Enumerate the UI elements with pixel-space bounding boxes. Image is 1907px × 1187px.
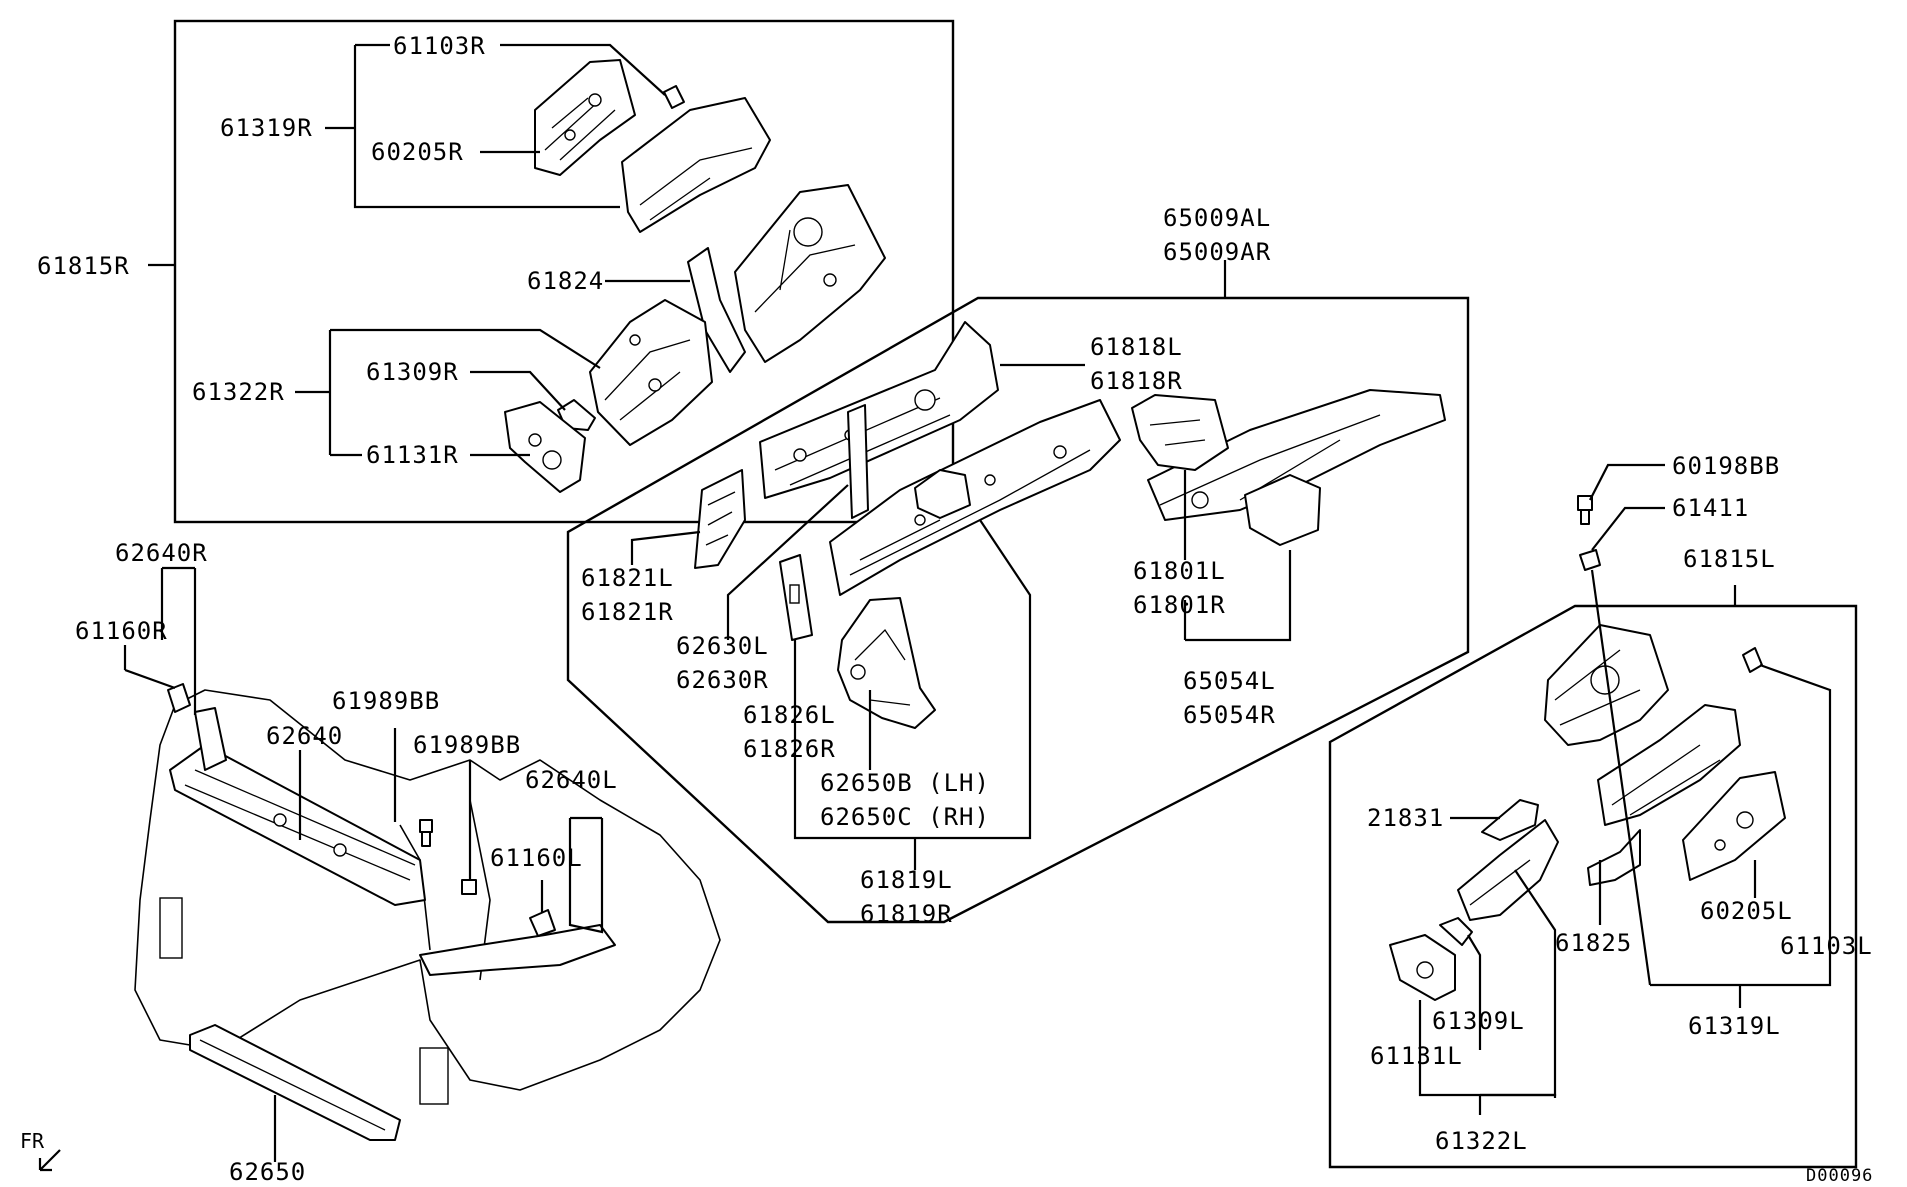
label-61322R: 61322R	[192, 378, 285, 406]
box-61815L	[1328, 604, 1858, 1169]
label-61821R: 61821R	[581, 598, 674, 626]
part-61103R-clip	[663, 85, 685, 109]
leaders-center	[630, 260, 1292, 870]
label-61131L: 61131L	[1370, 1042, 1463, 1070]
label-61815L: 61815L	[1683, 545, 1776, 573]
reference-code: D00096	[1806, 1166, 1873, 1186]
part-61815L-apron	[1544, 624, 1669, 746]
label-61819L: 61819L	[860, 866, 953, 894]
label-62650B-LH: 62650B (LH)	[820, 769, 990, 797]
label-61160L: 61160L	[490, 844, 583, 872]
front-arrow-icon	[38, 1149, 61, 1172]
part-61826-plate	[779, 554, 813, 641]
part-61824-apron	[687, 184, 886, 373]
label-21831: 21831	[1367, 804, 1444, 832]
part-21831-bracket	[1481, 799, 1539, 841]
label-61160R: 61160R	[75, 617, 168, 645]
part-61411-nut	[1579, 549, 1601, 571]
label-61989BB-b: 61989BB	[413, 731, 521, 759]
label-fr: FR	[20, 1129, 45, 1153]
label-61826R: 61826R	[743, 735, 836, 763]
part-62650B-C-extension	[837, 597, 936, 729]
part-61309L-bracket	[1439, 917, 1473, 946]
box-61815R	[173, 19, 955, 524]
part-60205L-bracket	[1682, 771, 1786, 881]
part-61989BB-bolt-b	[461, 879, 477, 895]
label-61818L: 61818L	[1090, 333, 1183, 361]
label-61801R: 61801R	[1133, 591, 1226, 619]
part-61131L-plate	[1389, 934, 1456, 1001]
label-61309L: 61309L	[1432, 1007, 1525, 1035]
label-62650: 62650	[229, 1158, 306, 1186]
label-61826L: 61826L	[743, 701, 836, 729]
part-62640R-bracket	[194, 707, 227, 771]
label-62640R: 62640R	[115, 539, 208, 567]
label-61103L: 61103L	[1780, 932, 1873, 960]
leaders-lower-left	[123, 566, 604, 1162]
part-62650-lower-member	[189, 1024, 401, 1141]
part-65054-bracket	[1131, 394, 1229, 471]
label-62650C-RH: 62650C (RH)	[820, 803, 990, 831]
label-61319R: 61319R	[220, 114, 313, 142]
label-65009AL: 65009AL	[1163, 204, 1271, 232]
label-62630L: 62630L	[676, 632, 769, 660]
part-61819-lower-rail	[829, 399, 1121, 596]
part-61103L-clip	[1742, 647, 1763, 673]
label-62630R: 62630R	[676, 666, 769, 694]
label-61989BB-a: 61989BB	[332, 687, 440, 715]
part-61160L-clip	[529, 909, 556, 937]
leaders-right	[1418, 463, 1832, 1115]
label-61103R: 61103R	[393, 32, 486, 60]
label-61319L: 61319L	[1688, 1012, 1781, 1040]
part-61801-front-bracket	[1244, 474, 1321, 546]
label-61819R: 61819R	[860, 900, 953, 928]
label-60205L: 60205L	[1700, 897, 1793, 925]
label-65009AR: 65009AR	[1163, 238, 1271, 266]
label-61801L: 61801L	[1133, 557, 1226, 585]
label-60198BB: 60198BB	[1672, 452, 1780, 480]
label-61818R: 61818R	[1090, 367, 1183, 395]
label-61309R: 61309R	[366, 358, 459, 386]
label-61821L: 61821L	[581, 564, 674, 592]
part-61322L-panel	[1457, 819, 1559, 921]
part-61319L-rail	[1597, 704, 1741, 826]
box-65009A	[566, 296, 1470, 924]
label-60205R: 60205R	[371, 138, 464, 166]
part-61131R-plate	[504, 401, 586, 493]
part-61818-upper-rail	[759, 321, 999, 499]
part-62640L-bracket	[419, 924, 616, 976]
label-65054R: 65054R	[1183, 701, 1276, 729]
part-61989BB-bolt-a	[419, 819, 433, 847]
label-61411: 61411	[1672, 494, 1749, 522]
part-61160R-clip	[167, 683, 191, 713]
label-62640L: 62640L	[525, 766, 618, 794]
label-61131R: 61131R	[366, 441, 459, 469]
label-65054L: 65054L	[1183, 667, 1276, 695]
part-61319R-rail	[621, 97, 771, 233]
leaders-top-left	[148, 43, 690, 457]
label-61815R: 61815R	[37, 252, 130, 280]
part-62630-gusset	[847, 404, 869, 519]
part-60205R-bracket	[534, 59, 636, 176]
part-61322R-panel	[589, 299, 713, 446]
label-62640: 62640	[266, 722, 343, 750]
label-61825: 61825	[1555, 929, 1632, 957]
part-61821-bracket	[694, 469, 746, 569]
part-60198BB-bolt	[1577, 495, 1593, 525]
label-61824: 61824	[527, 267, 604, 295]
label-61322L: 61322L	[1435, 1127, 1528, 1155]
